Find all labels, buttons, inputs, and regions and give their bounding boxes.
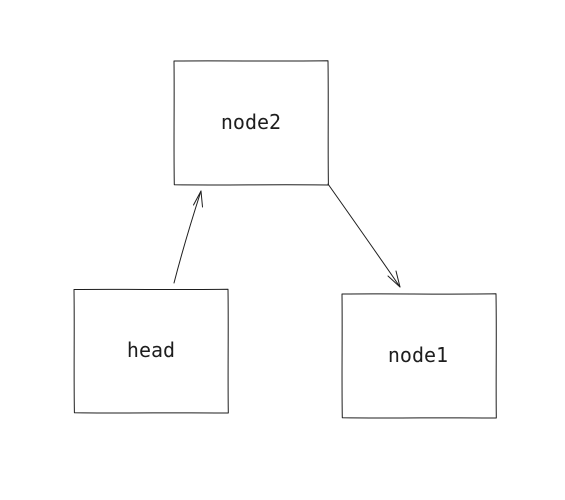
node-head-box xyxy=(73,288,229,414)
node-node1-box xyxy=(341,293,497,419)
node-head[interactable]: head xyxy=(73,288,229,414)
edge-node2-to-node1[interactable] xyxy=(327,183,401,288)
edge-head-to-node2-arrowhead xyxy=(193,190,203,208)
edge-node2-to-node1-arrowhead xyxy=(387,270,401,288)
edge-head-to-node2[interactable] xyxy=(173,190,203,284)
node-node2-label: node2 xyxy=(221,110,281,134)
node-head-label: head xyxy=(127,338,175,362)
node-node2-box xyxy=(173,60,329,186)
node-node1[interactable]: node1 xyxy=(341,293,497,419)
edge-node2-to-node1-line xyxy=(327,183,401,288)
node-node1-label: node1 xyxy=(388,343,448,367)
edge-head-to-node2-line xyxy=(173,190,202,284)
node-node2[interactable]: node2 xyxy=(173,60,329,186)
